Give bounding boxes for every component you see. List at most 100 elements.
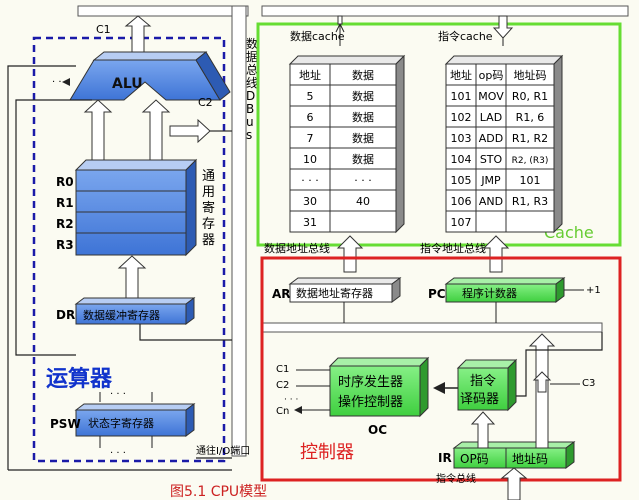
psw-box-label: 状态字寄存器	[88, 416, 154, 430]
timing-controller-box	[329, 365, 421, 417]
controller-frame	[260, 256, 622, 482]
decoder-box	[457, 367, 509, 411]
top-bus-right	[261, 5, 629, 17]
instr-cache-table	[444, 54, 564, 234]
psw-dots-bottom: · · ·	[110, 448, 126, 459]
dr-label: DR	[56, 308, 75, 322]
pc-box	[445, 283, 557, 303]
ar-label: AR	[272, 287, 291, 301]
dr-box	[75, 303, 187, 325]
ir-label: IR	[438, 451, 452, 465]
timing-generator-label: 时序发生器	[338, 374, 403, 390]
psw-dots-top: · · ·	[110, 389, 126, 400]
instr-cache-cell: 107	[451, 216, 472, 229]
control-signal-dots: · · ·	[284, 395, 298, 405]
pc-to-instr-cache-arrow	[482, 235, 510, 273]
controller-title: 控制器	[300, 442, 354, 463]
pc-increment-label: +1	[586, 285, 601, 296]
instr-cache-cell: 105	[451, 174, 472, 187]
instr-cache-cell: R1, 6	[516, 111, 545, 124]
c2-arrow	[169, 118, 211, 144]
data-cache-cell: 5	[307, 90, 314, 103]
dr-box-label: 数据缓冲寄存器	[83, 308, 160, 322]
ar-box	[289, 283, 393, 303]
data-bus-char: u	[246, 115, 254, 129]
data-cache-cell: 40	[356, 195, 370, 208]
register-r3: R3	[56, 238, 74, 252]
data-cache-cell: 数据	[352, 152, 374, 166]
decoder-label-1: 指令	[470, 374, 496, 389]
data-cache-cell: 30	[303, 195, 317, 208]
pc-box-label: 程序计数器	[462, 286, 517, 300]
instr-bus-to-ir-arrow	[500, 467, 528, 501]
instr-cache-cell: ADD	[479, 132, 503, 145]
control-signal-c2: C2	[276, 380, 289, 391]
pc-label: PC	[428, 287, 446, 301]
alu-block	[69, 59, 221, 101]
gp-registers-char: 存	[202, 217, 215, 232]
data-bus-char: B	[246, 102, 254, 116]
alu-unit-title: 运算器	[46, 366, 113, 392]
data-bus-vertical	[231, 5, 247, 457]
data-cache-cell: 数据	[352, 89, 374, 103]
cache-frame	[256, 22, 622, 247]
alu-dots: · · ·	[52, 77, 68, 88]
ar-box-label: 数据地址寄存器	[296, 286, 373, 300]
ir-box	[453, 447, 567, 469]
top-bus	[77, 5, 249, 17]
instr-cache-cell: 104	[451, 153, 472, 166]
instr-cache-header: op码	[479, 69, 504, 82]
data-cache-title: 数据cache	[290, 29, 345, 43]
oc-label: OC	[368, 423, 387, 437]
ir-to-decoder-arrow	[470, 411, 496, 449]
data-cache-header: 数据	[352, 68, 374, 82]
instr-cache-cell: MOV	[478, 90, 504, 103]
data-addr-bus-label: 数据地址总线	[264, 241, 330, 255]
ir-op-label: OP码	[460, 452, 489, 466]
instr-cache-cell: LAD	[480, 111, 502, 124]
instr-addr-bus-label: 指令地址总线	[420, 241, 486, 255]
ir-addr-label: 地址码	[512, 452, 548, 466]
instr-cache-cell: R1, R3	[512, 195, 548, 208]
middle-bus	[261, 322, 603, 333]
io-port-label: 通往I/O端口	[196, 444, 250, 457]
instr-cache-header: 地址码	[514, 68, 547, 82]
c3-label: C3	[582, 378, 595, 389]
instr-cache-cell: 101	[451, 90, 472, 103]
register-stack	[74, 158, 198, 257]
register-r0: R0	[56, 175, 74, 189]
data-cache-cell: 31	[303, 216, 317, 229]
c1-label: C1	[96, 23, 111, 36]
register-r2: R2	[56, 217, 74, 231]
instr-cache-cell: JMP	[480, 174, 501, 187]
data-cache-cell: 7	[307, 132, 314, 145]
data-cache-cell: 10	[303, 153, 317, 166]
register-r1: R1	[56, 196, 74, 210]
gp-registers-char: 用	[202, 185, 215, 200]
data-bus-char: 线	[246, 76, 258, 90]
data-cache-cell: 数据	[352, 131, 374, 145]
gp-registers-char: 通	[202, 169, 215, 184]
control-signal-c1: C1	[276, 364, 289, 375]
instr-cache-cell: AND	[479, 195, 503, 208]
instr-cache-cell: 102	[451, 111, 472, 124]
instr-cache-cell: 103	[451, 132, 472, 145]
data-cache-cell: 6	[307, 111, 314, 124]
bus-lines	[77, 5, 629, 457]
instr-cache-cell: 101	[520, 174, 541, 187]
instr-cache-title: 指令cache	[438, 29, 493, 43]
data-cache-header: 地址	[299, 68, 321, 82]
data-bus-char: 数	[246, 36, 258, 51]
control-signal-cn: Cn	[276, 406, 289, 417]
data-cache-table	[288, 54, 406, 234]
psw-label: PSW	[50, 417, 81, 431]
data-cache-cell: 数据	[352, 110, 374, 124]
instr-cache-cell: R0, R1	[512, 90, 548, 103]
data-cache-cell: · · ·	[354, 174, 371, 187]
instr-cache-cell: STO	[480, 153, 503, 166]
instr-cache-cell: R1, R2	[512, 132, 548, 145]
figure-caption: 图5.1 CPU模型	[170, 484, 267, 500]
